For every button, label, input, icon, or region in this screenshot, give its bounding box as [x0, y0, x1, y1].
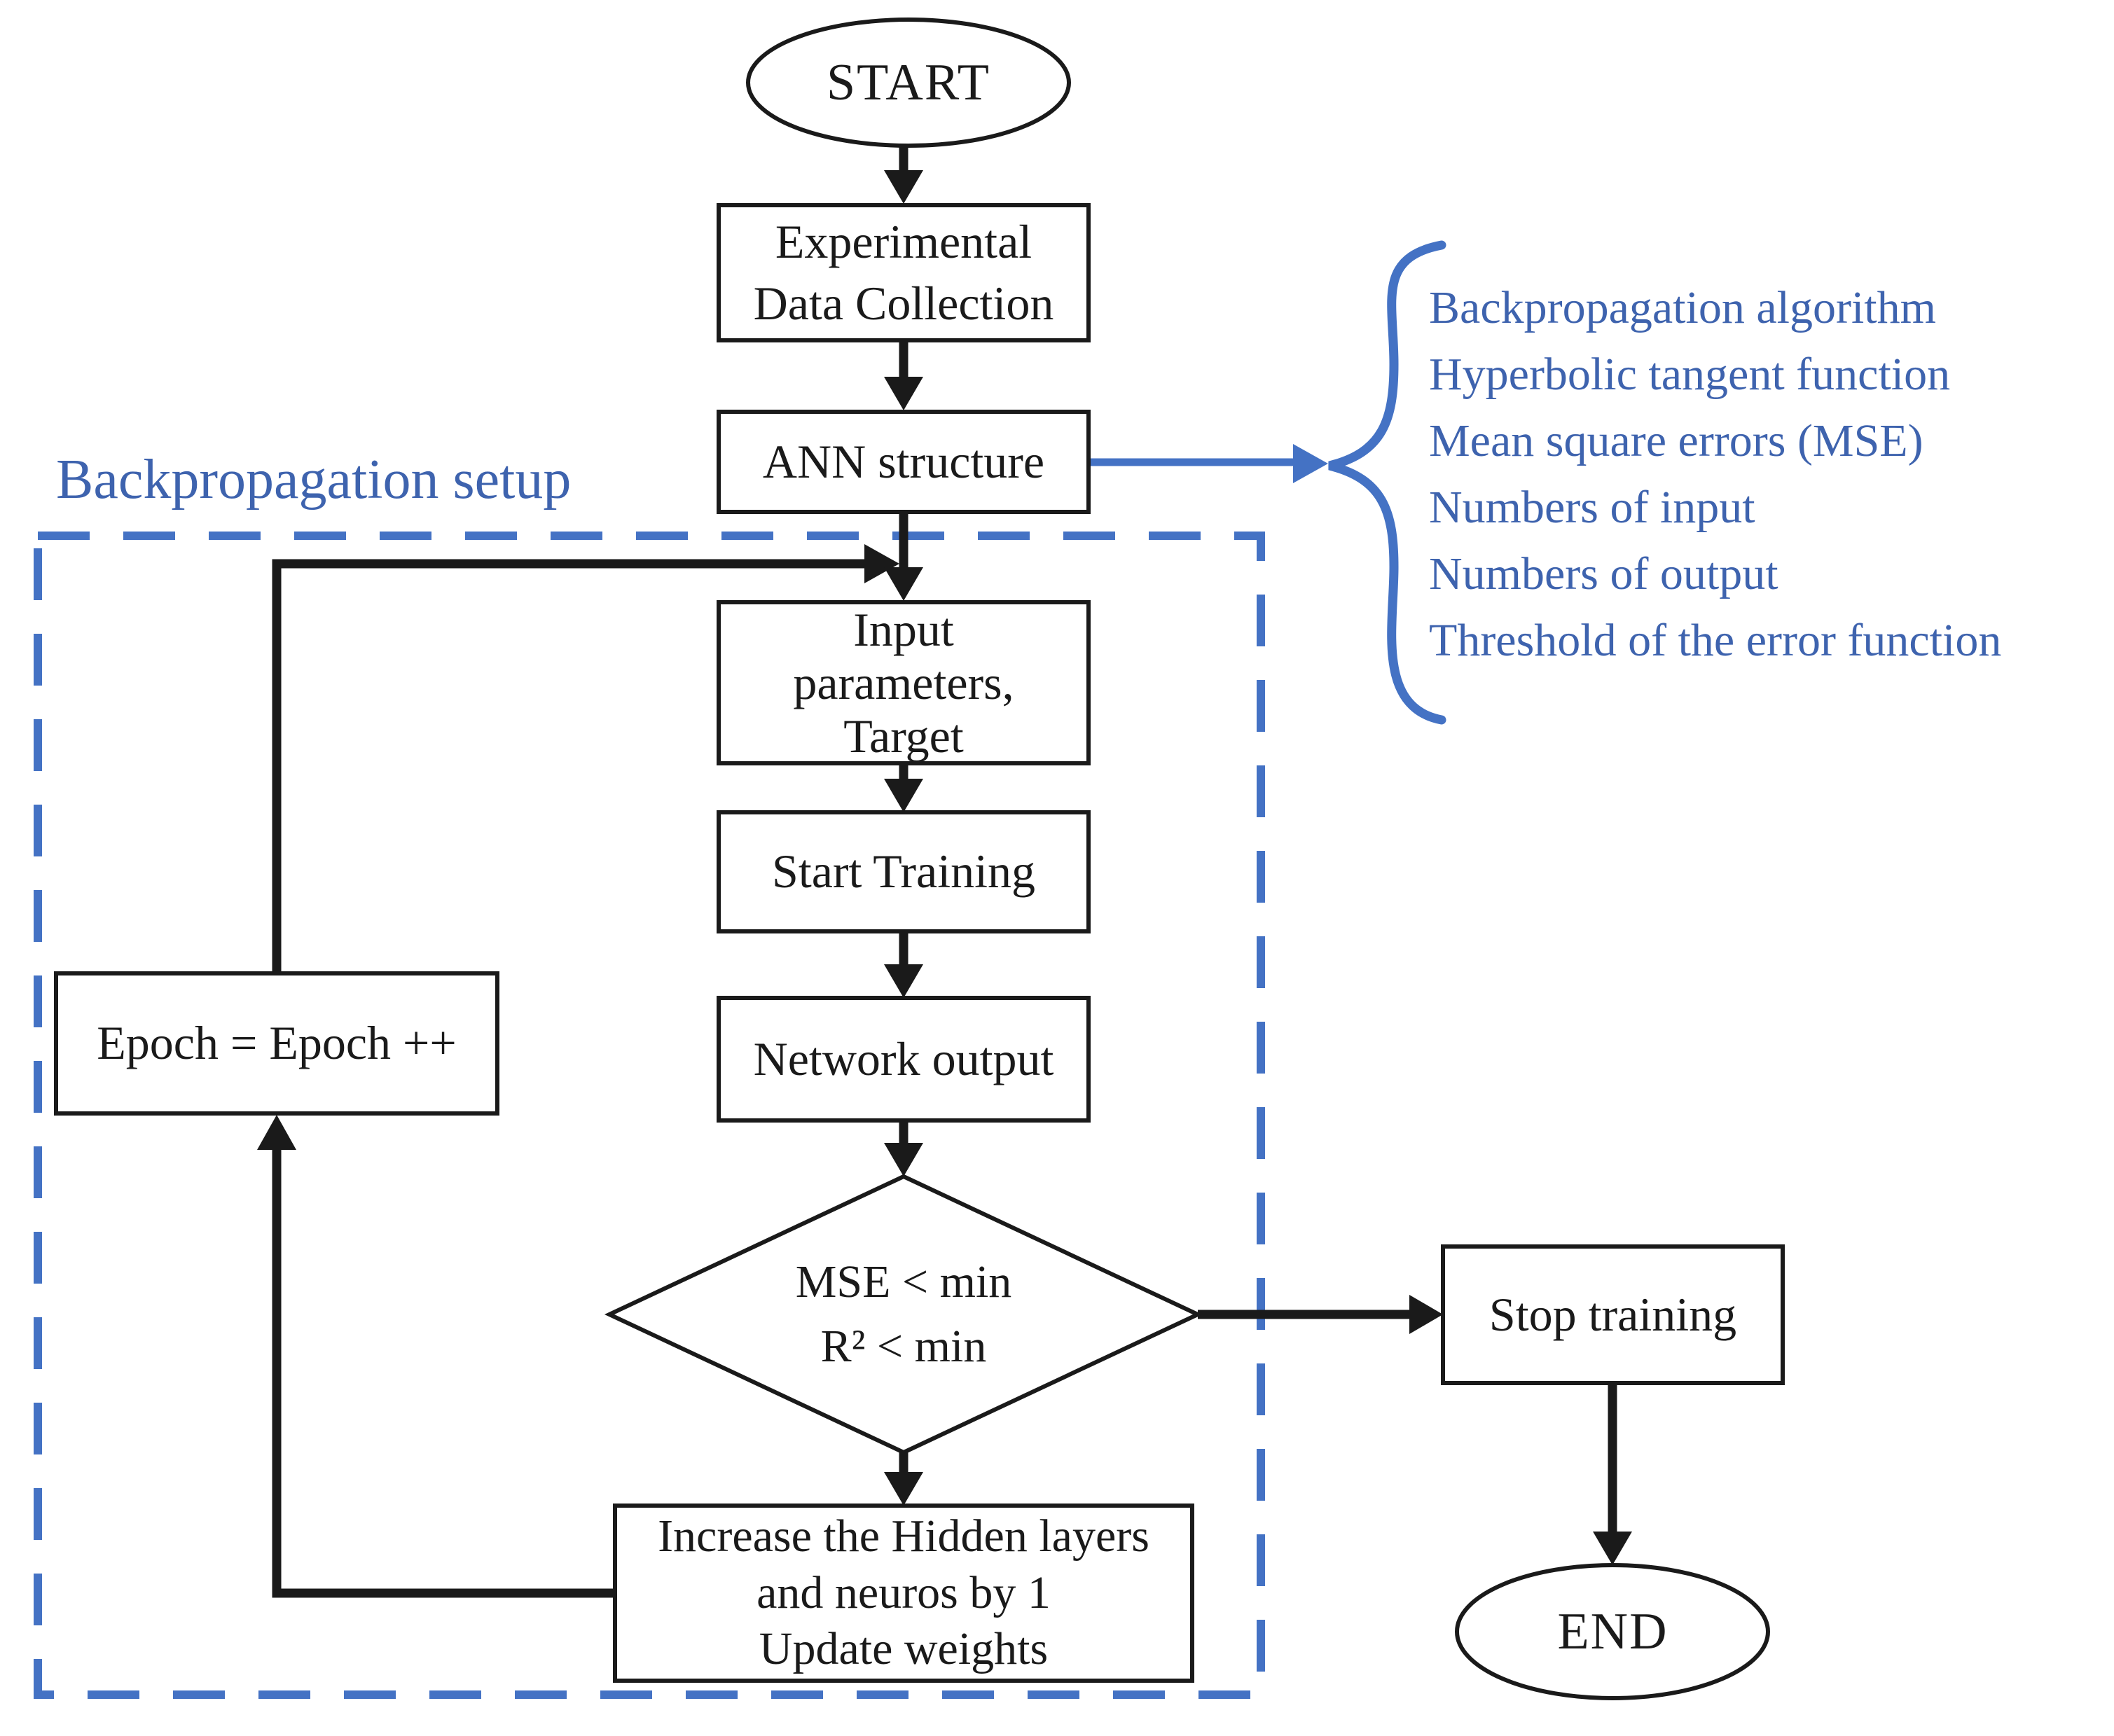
epoch-node-label: Epoch = Epoch ++	[97, 1016, 457, 1070]
end-ellipse	[1455, 1563, 1770, 1700]
network-output-box	[717, 996, 1091, 1123]
network-output-node-label: Network output	[753, 1032, 1054, 1085]
ann-notes-list: Backpropagation algorithm Hyperbolic tan…	[1429, 275, 2001, 674]
backprop-setup-label: Backpropagation setup	[56, 449, 572, 511]
arrowhead-increase	[884, 1472, 923, 1506]
arrowhead-input	[884, 567, 923, 601]
ann-note-line: Mean square errors (MSE)	[1429, 415, 1923, 466]
increase-box	[613, 1504, 1194, 1683]
stop-training-node-label: Stop training	[1488, 1287, 1737, 1341]
ann-box	[717, 410, 1091, 514]
arrowhead-ann	[884, 377, 923, 410]
arrowhead-stop	[1409, 1295, 1443, 1334]
experimental-box	[717, 203, 1091, 342]
arrowhead-network	[884, 964, 923, 998]
start-training-node-label: Start Training	[772, 845, 1035, 898]
stop-training-box	[1441, 1244, 1785, 1385]
epoch-box	[54, 971, 499, 1116]
backprop-setup-dashed-box	[34, 532, 1265, 1699]
decision-diamond	[604, 1174, 1203, 1455]
ann-note-line: Numbers of output	[1429, 548, 1778, 599]
arrowhead-decision	[884, 1143, 923, 1176]
experimental-node-label: Experimental Data Collection	[753, 215, 1054, 330]
decision-node-label: MSE < min R² < min	[795, 1256, 1012, 1372]
loop-epoch-to-input-line	[272, 559, 866, 973]
start-ellipse	[746, 18, 1071, 148]
increase-node-label: Increase the Hidden layers and neuros by…	[658, 1511, 1149, 1675]
start-training-box	[717, 810, 1091, 933]
input-box	[717, 600, 1091, 765]
arrowhead-loop-junction	[864, 544, 899, 583]
ann-note-line: Numbers of input	[1429, 482, 1755, 533]
ann-note-line: Threshold of the error function	[1429, 615, 2002, 666]
ann-note-line: Backpropagation algorithm	[1429, 282, 1936, 333]
arrowhead-starttraining	[884, 779, 923, 812]
arrowhead-end	[1593, 1532, 1632, 1565]
loop-increase-to-epoch-line	[272, 1148, 616, 1598]
input-node-label: Input parameters, Target	[793, 602, 1014, 763]
curly-brace	[1328, 240, 1446, 725]
ann-note-line: Hyperbolic tangent function	[1429, 349, 1951, 400]
ann-node-label: ANN structure	[762, 434, 1045, 488]
arrowhead-notes-brace	[1293, 444, 1328, 483]
start-node-label: START	[827, 53, 990, 111]
arrowhead-experimental	[884, 170, 923, 204]
end-node-label: END	[1557, 1602, 1669, 1660]
arrowhead-into-epoch	[257, 1115, 296, 1150]
